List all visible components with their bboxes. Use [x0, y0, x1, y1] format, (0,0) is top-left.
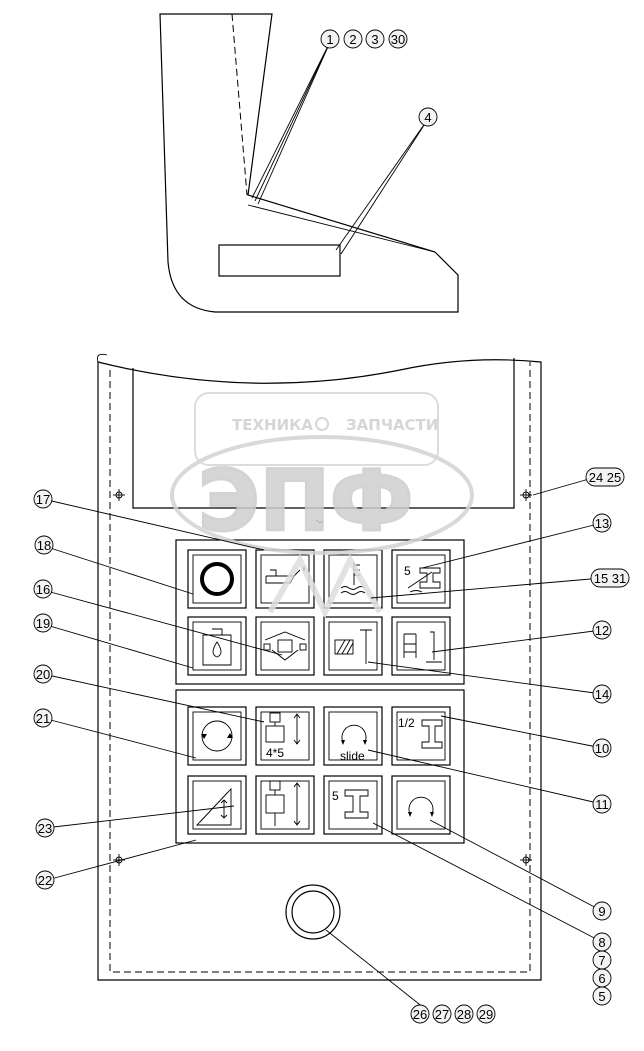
handle-profile [159, 13, 459, 313]
button-circle-indicator [187, 549, 247, 609]
svg-text:20: 20 [36, 667, 50, 682]
svg-text:11: 11 [595, 797, 609, 812]
callout-16: 16 [33, 579, 53, 599]
callout-8: 8 [592, 932, 612, 952]
label-plate [218, 244, 341, 277]
button-rail-hatch [323, 616, 383, 676]
svg-text:15 31: 15 31 [594, 571, 627, 586]
callout-13: 13 [592, 513, 612, 533]
callout-18: 18 [34, 535, 54, 555]
callout-17: 17 [33, 489, 53, 509]
svg-text:27: 27 [435, 1007, 449, 1022]
svg-text:9: 9 [598, 904, 605, 919]
callout-9: 9 [592, 901, 612, 921]
svg-text:14: 14 [595, 687, 609, 702]
svg-text:10: 10 [595, 741, 609, 756]
rail-5-label: 5 [404, 564, 411, 578]
button-fluid-container [187, 616, 247, 676]
button-rotate [187, 706, 247, 766]
callout-20: 20 [33, 664, 53, 684]
callout-15-31: 15 31 [590, 568, 630, 588]
lift-4x5-label: 4*5 [266, 746, 284, 760]
callout-23: 23 [35, 818, 55, 838]
svg-text:21: 21 [36, 711, 50, 726]
button-half-rail: 1/2 [391, 706, 451, 766]
button-rail-post [391, 616, 451, 676]
callout-24-25: 24 25 [585, 467, 625, 487]
slide-label: slide [340, 749, 365, 763]
button-grid: 5 [175, 539, 465, 844]
top-leaders [251, 39, 429, 251]
screw-hole-tr [520, 489, 532, 501]
svg-text:13: 13 [595, 516, 609, 531]
svg-text:2: 2 [349, 32, 356, 47]
callout-21: 21 [33, 708, 53, 728]
svg-text:12: 12 [595, 623, 609, 638]
callout-14: 14 [592, 684, 612, 704]
callout-10: 10 [592, 738, 612, 758]
callout-12: 12 [592, 620, 612, 640]
button-slide: slide [323, 706, 383, 766]
svg-text:3: 3 [371, 32, 378, 47]
callout-7: 7 [592, 950, 612, 970]
rail-5b-label: 5 [332, 789, 339, 803]
callout-19: 19 [33, 613, 53, 633]
svg-text:29: 29 [479, 1007, 493, 1022]
watermark-text-right: ЗАПЧАСТИ [346, 416, 438, 434]
svg-text:4: 4 [424, 110, 431, 125]
button-oil-level [255, 549, 315, 609]
callout-22: 22 [35, 870, 55, 890]
screw-hole-tl [113, 489, 125, 501]
svg-text:28: 28 [457, 1007, 471, 1022]
svg-text:18: 18 [37, 538, 51, 553]
svg-text:24 25: 24 25 [589, 470, 622, 485]
callout-4: 4 [418, 107, 438, 127]
svg-text:26: 26 [413, 1007, 427, 1022]
watermark-text-left: ТЕХНИКА [232, 416, 313, 434]
button-lift-4x5: 4*5 [255, 706, 315, 766]
svg-text:1: 1 [326, 32, 333, 47]
leader-lines [42, 118, 603, 1013]
half-label: 1/2 [398, 716, 415, 730]
svg-text:8: 8 [598, 935, 605, 950]
svg-text:5: 5 [598, 989, 605, 1004]
callout-26-27-28-29: 26 27 28 29 [410, 1004, 496, 1024]
button-arc [391, 775, 451, 835]
svg-text:7: 7 [598, 953, 605, 968]
svg-text:19: 19 [36, 616, 50, 631]
watermark: ТЕХНИКА ЗАПЧАСТИ ЭПФ [170, 392, 474, 619]
svg-text:6: 6 [598, 971, 605, 986]
round-button-outer [285, 884, 341, 940]
watermark-logo: ЭПФ [198, 452, 413, 550]
panel-outline [96, 353, 542, 981]
svg-text:22: 22 [38, 873, 52, 888]
svg-text:23: 23 [38, 821, 52, 836]
callout-6: 6 [592, 968, 612, 988]
button-rail-5-bottom: 5 [323, 775, 383, 835]
callout-5: 5 [592, 986, 612, 1006]
round-button-inner [291, 890, 335, 934]
screw-hole-br [520, 854, 532, 866]
button-rail-5-top: 5 [391, 549, 451, 609]
callout-1-2-3-30: 1 2 3 30 [320, 29, 408, 49]
callout-11: 11 [592, 794, 612, 814]
button-level-arrows [255, 616, 315, 676]
svg-text:16: 16 [36, 582, 50, 597]
button-lift [255, 775, 315, 835]
button-incline [187, 775, 247, 835]
svg-text:30: 30 [391, 32, 405, 47]
svg-text:17: 17 [36, 492, 50, 507]
